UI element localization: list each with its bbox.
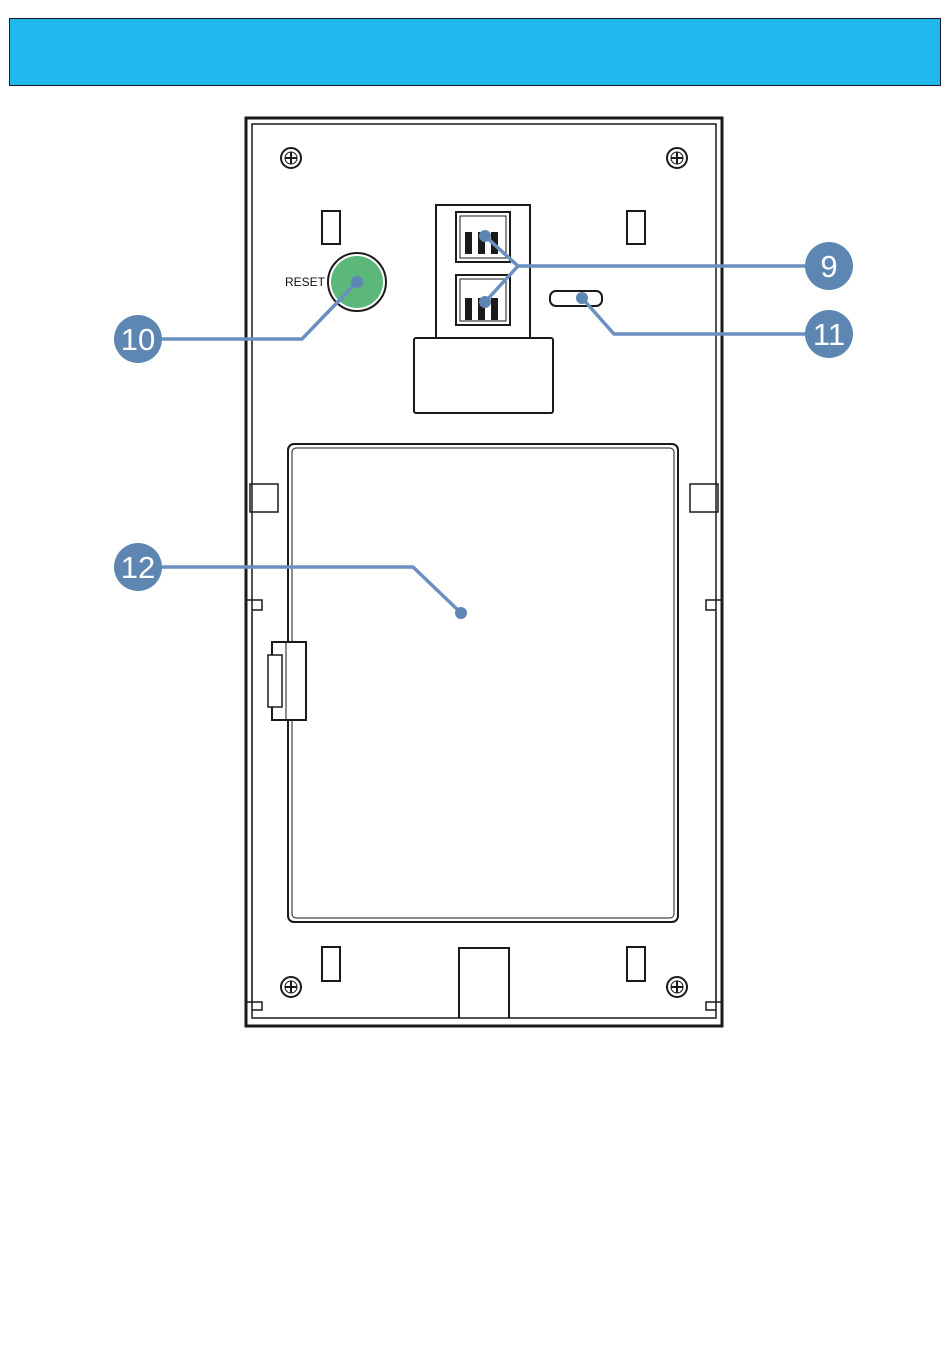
screw-icon: [667, 977, 687, 997]
callout-10: 10: [114, 276, 363, 363]
reset-label: RESET: [285, 275, 326, 289]
callout-12-number: 12: [121, 550, 155, 585]
callout-9-number: 9: [820, 249, 837, 284]
side-latch: [268, 642, 306, 720]
callout-12: 12: [114, 543, 467, 619]
screw-icon: [667, 148, 687, 168]
screw-icon: [281, 977, 301, 997]
micro-usb-port: [550, 291, 602, 306]
screw-icon: [281, 148, 301, 168]
callout-11-number: 11: [813, 317, 845, 352]
callout-10-number: 10: [121, 322, 155, 357]
battery-compartment: [288, 444, 678, 922]
callout-11: 11: [576, 292, 853, 358]
callout-9: 9: [479, 230, 853, 308]
